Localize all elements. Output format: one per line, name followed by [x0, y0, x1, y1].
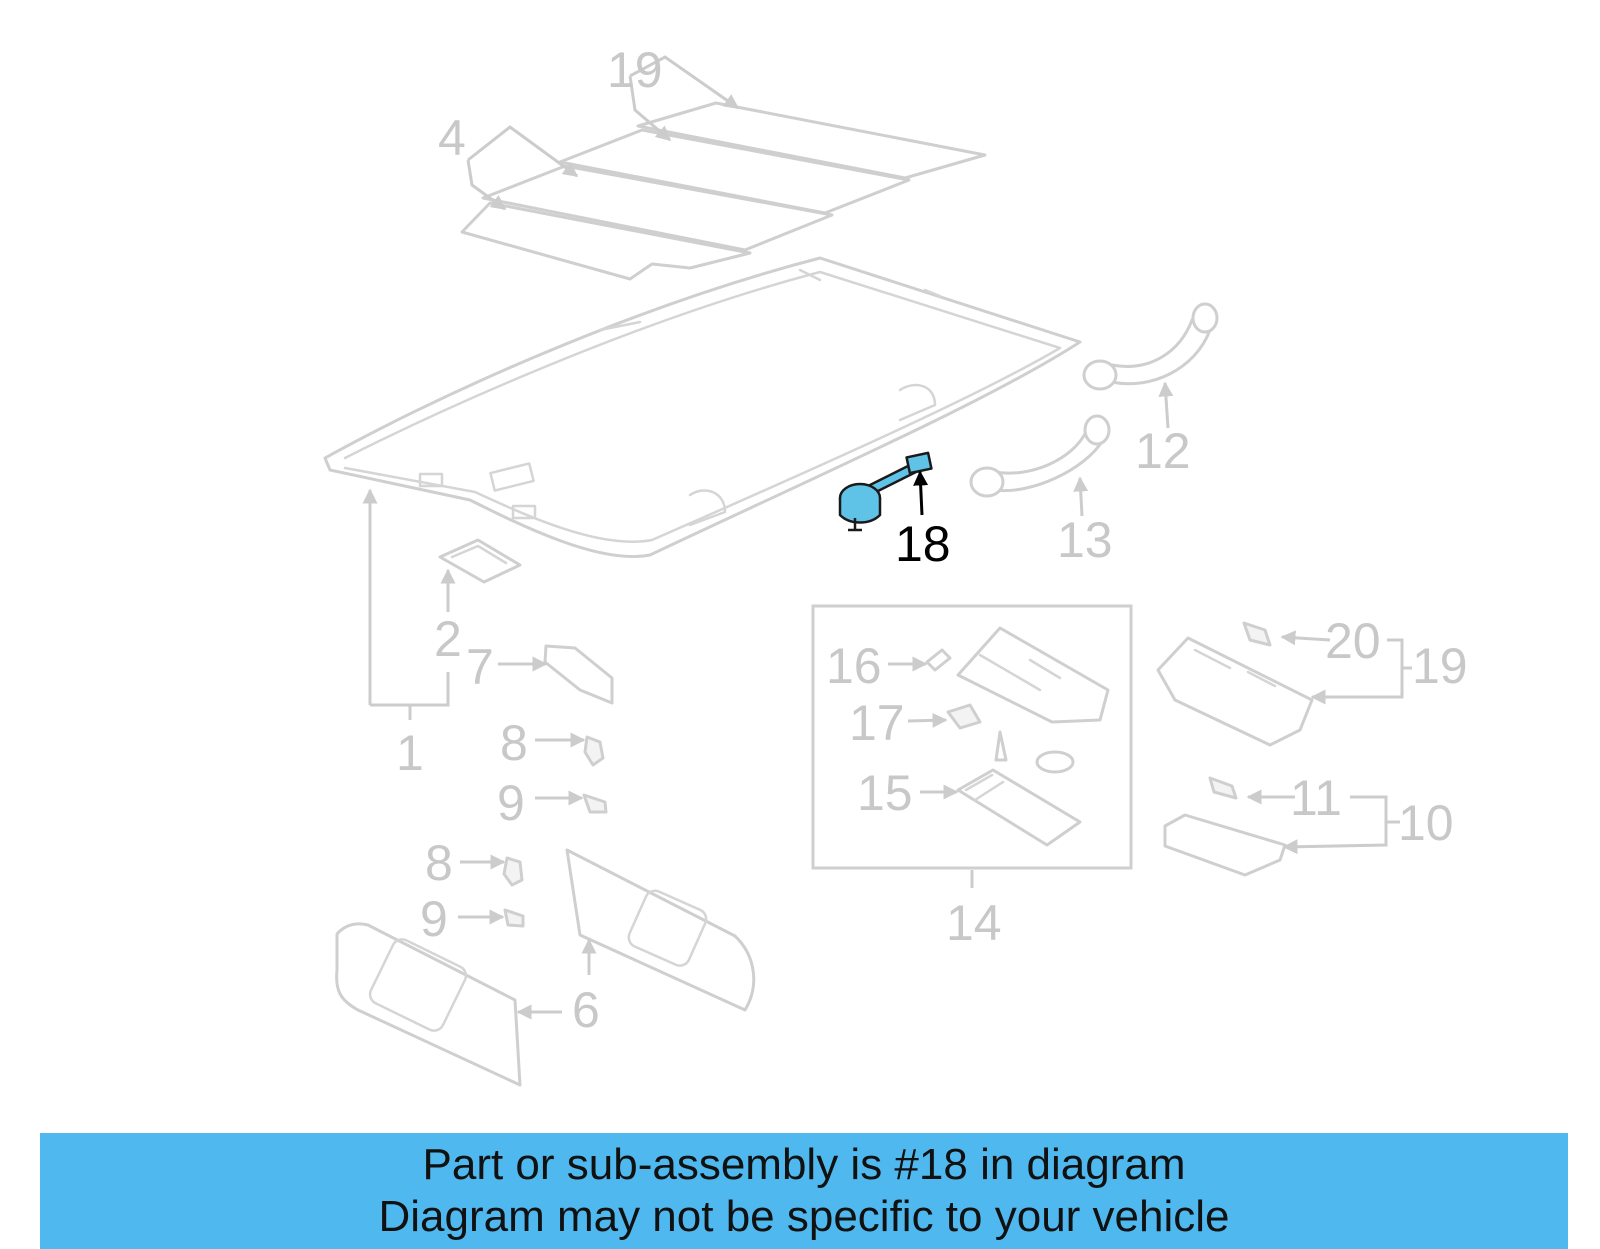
- banner-line-part-number: Part or sub-assembly is #18 in diagram: [422, 1140, 1186, 1189]
- callout-11: 11: [1290, 770, 1342, 826]
- callout-2: 2: [434, 611, 462, 667]
- lamp-assembly-10: [1163, 776, 1287, 877]
- roof-insulator-panels: [460, 101, 987, 281]
- callout-10: 10: [1398, 795, 1454, 851]
- callout-15: 15: [857, 765, 913, 821]
- dome-light-19: [1156, 621, 1314, 747]
- callout-18: 18: [895, 516, 951, 572]
- callout-20: 20: [1325, 613, 1381, 669]
- callout-14: 14: [946, 895, 1002, 951]
- info-banner: Part or sub-assembly is #18 in diagram D…: [40, 1133, 1568, 1249]
- callout-5: 19: [607, 42, 663, 98]
- part-2-handle-base: [438, 538, 522, 584]
- headliner: [323, 256, 1082, 558]
- part-18-highlighted: [838, 451, 933, 532]
- callout-19: 19: [1412, 638, 1468, 694]
- callout-9-upper: 9: [497, 775, 525, 831]
- callout-labels: 19 4 1 2 7 8 9 8 9 6 12 13 18 16 17 15 1…: [396, 42, 1468, 1038]
- callout-9-lower: 9: [420, 891, 448, 947]
- leader-lines: [362, 55, 1412, 1020]
- callout-1: 1: [396, 725, 424, 781]
- banner-line-disclaimer: Diagram may not be specific to your vehi…: [378, 1192, 1230, 1241]
- grab-handle-12: [1082, 302, 1219, 391]
- grab-handle-13: [969, 414, 1111, 498]
- callout-4: 4: [438, 110, 466, 166]
- sun-visors: [335, 848, 756, 1087]
- callout-6: 6: [572, 982, 600, 1038]
- callout-12: 12: [1135, 423, 1191, 479]
- small-clips: [502, 644, 614, 928]
- callout-13: 13: [1057, 512, 1113, 568]
- callout-8-upper: 8: [500, 715, 528, 771]
- callout-16: 16: [826, 638, 882, 694]
- overhead-console-box-14: [811, 604, 1133, 870]
- callout-17: 17: [849, 695, 905, 751]
- callout-7: 7: [466, 639, 494, 695]
- callout-8-lower: 8: [425, 835, 453, 891]
